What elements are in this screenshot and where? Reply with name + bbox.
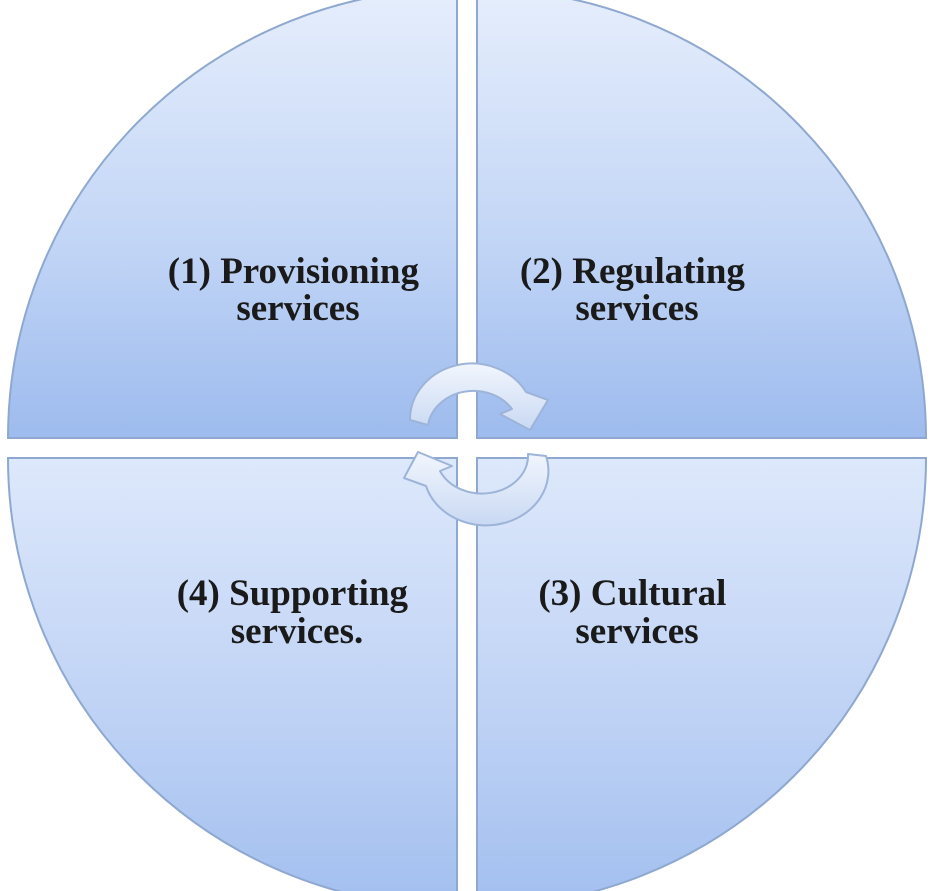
- supporting-label-line1: (4) Supporting: [177, 573, 409, 614]
- svg-text:(2) Regulating services: (2) Regulating services: [520, 251, 754, 329]
- quadrant-provisioning-shape: [6, 0, 458, 439]
- cultural-label-line2: services: [575, 611, 698, 652]
- cultural-label-line1: (3) Cultural: [538, 573, 726, 614]
- svg-text:(1) Provisioning service: (1) Provisioning services: [168, 251, 428, 329]
- quadrant-regulating: (2) Regulating services: [476, 0, 928, 439]
- quadrant-cultural-shape: [476, 457, 928, 891]
- svg-text:(3) Cultural services: (3) Cultural services: [538, 573, 735, 652]
- provisioning-label-line1: (1) Provisioning: [168, 251, 420, 292]
- regulating-label-line1: (2) Regulating: [520, 251, 746, 292]
- quadrant-provisioning: (1) Provisioning services: [6, 0, 458, 439]
- regulating-label-line2: services: [575, 288, 698, 329]
- cycle-arrow-top-icon: [408, 362, 549, 431]
- supporting-label-line2: services.: [231, 611, 364, 652]
- cycle-arrow-bottom-icon: [403, 451, 550, 527]
- provisioning-label-line2: services: [236, 288, 359, 329]
- svg-text:(4) Supporting services.: (4) Supporting services.: [177, 573, 418, 652]
- cycle-arrows-icon: [403, 362, 550, 527]
- quadrant-regulating-shape: [476, 0, 928, 439]
- quadrant-supporting: (4) Supporting services.: [6, 457, 458, 891]
- quadrant-cultural: (3) Cultural services: [476, 457, 928, 891]
- quadrant-supporting-shape: [6, 457, 458, 891]
